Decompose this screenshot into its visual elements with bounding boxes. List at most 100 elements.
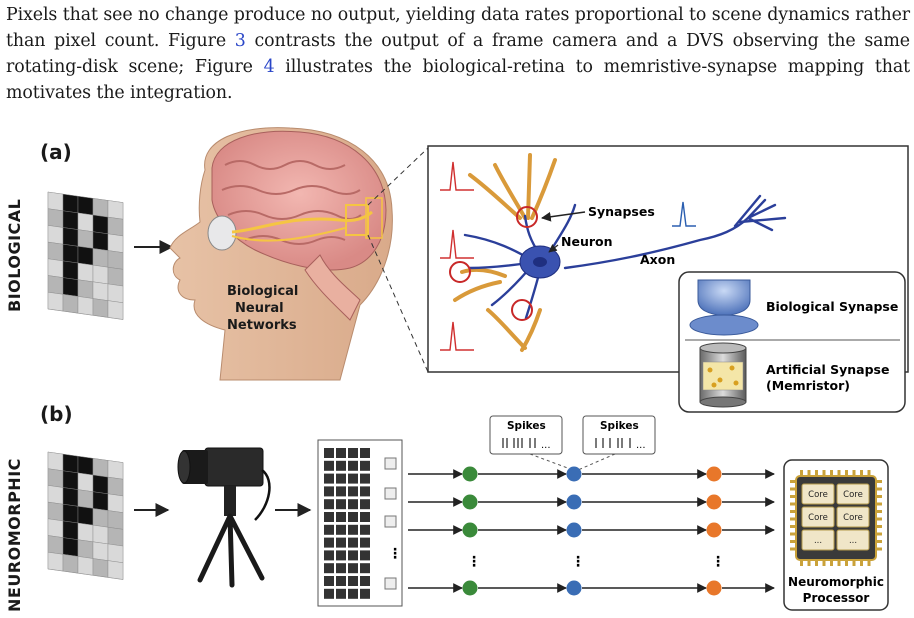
pixel-array-cell bbox=[324, 538, 334, 548]
pixel-column-ellipsis: ⋮ bbox=[388, 546, 402, 562]
pixel-cell bbox=[78, 556, 93, 575]
pixel-cell bbox=[93, 475, 108, 494]
pixel-cell bbox=[48, 536, 63, 555]
pixel-array-cell bbox=[324, 461, 334, 471]
spikes-ellipsis-2: ... bbox=[636, 440, 646, 451]
pixel-cell bbox=[108, 494, 123, 513]
pixel-cell bbox=[78, 246, 93, 265]
pixel-cell bbox=[93, 458, 108, 477]
pixel-cell bbox=[48, 209, 63, 228]
pixel-cell bbox=[48, 242, 63, 261]
pixel-array-cell bbox=[360, 474, 370, 484]
pixel-cell bbox=[93, 525, 108, 544]
brain-label-line3: Networks bbox=[227, 318, 297, 333]
pixel-cell bbox=[108, 511, 123, 530]
pixel-cell bbox=[108, 251, 123, 270]
pixel-array-cell bbox=[336, 538, 346, 548]
neuron-node bbox=[567, 495, 582, 510]
pixel-cell bbox=[78, 230, 93, 249]
neuron-node bbox=[463, 467, 478, 482]
pixel-cell bbox=[48, 469, 63, 488]
pixel-cell bbox=[93, 508, 108, 527]
pixel-cell bbox=[108, 267, 123, 286]
pixel-array-cell bbox=[336, 461, 346, 471]
pixel-cell bbox=[93, 232, 108, 251]
pixel-cell bbox=[78, 506, 93, 525]
pixel-cell bbox=[93, 215, 108, 234]
pixel-array-cell bbox=[360, 448, 370, 458]
pixel-cell bbox=[48, 225, 63, 244]
pixel-cell bbox=[63, 194, 78, 213]
row-ellipsis: ⋮ bbox=[467, 554, 481, 570]
neuron-node bbox=[707, 523, 722, 538]
neuron-node bbox=[567, 523, 582, 538]
bio-synapse-label: Biological Synapse bbox=[766, 299, 898, 314]
pixel-cell bbox=[78, 213, 93, 232]
neuron-node bbox=[567, 581, 582, 596]
pixel-cell bbox=[48, 552, 63, 571]
processor-label-line1: Neuromorphic bbox=[788, 575, 884, 589]
biological-synapse-icon bbox=[698, 280, 750, 316]
pixel-cell bbox=[93, 559, 108, 578]
pixel-array-cell bbox=[360, 563, 370, 573]
neuron-node bbox=[707, 581, 722, 596]
pixel-output-box bbox=[385, 578, 396, 589]
pixel-cell bbox=[108, 284, 123, 303]
pixel-array-board: ⋮ bbox=[318, 440, 402, 606]
pixel-array-cell bbox=[348, 550, 358, 560]
brain-label-line1: Biological bbox=[227, 284, 298, 299]
pixel-array-cell bbox=[360, 550, 370, 560]
pixel-cell bbox=[93, 282, 108, 301]
pixel-cell bbox=[78, 280, 93, 299]
neuron-label: Neuron bbox=[561, 234, 613, 249]
pixel-array-cell bbox=[336, 576, 346, 586]
pixel-cell bbox=[108, 477, 123, 496]
processor-core-label: ... bbox=[849, 536, 857, 546]
pixel-cell bbox=[63, 488, 78, 507]
pixel-cell bbox=[108, 561, 123, 580]
pixel-array-cell bbox=[348, 525, 358, 535]
pixel-array-cell bbox=[360, 525, 370, 535]
pixel-cell bbox=[63, 261, 78, 280]
pixel-output-box bbox=[385, 516, 396, 527]
pixel-cell bbox=[63, 554, 78, 573]
pixel-output-box bbox=[385, 458, 396, 469]
pixel-cell bbox=[63, 471, 78, 490]
pixel-cell bbox=[63, 228, 78, 247]
pixel-cell bbox=[108, 301, 123, 320]
brain-label-line2: Neural bbox=[235, 301, 284, 316]
pixel-cell bbox=[63, 454, 78, 473]
spikes-dash-2 bbox=[578, 454, 615, 470]
pixel-cell bbox=[48, 276, 63, 295]
input-pixel-grid-a bbox=[48, 192, 123, 320]
pixel-array-cell bbox=[324, 589, 334, 599]
pixel-array-cell bbox=[324, 499, 334, 509]
pixel-cell bbox=[63, 504, 78, 523]
pixel-cell bbox=[78, 473, 93, 492]
memristor-icon bbox=[700, 343, 746, 407]
pixel-cell bbox=[108, 460, 123, 479]
pixel-cell bbox=[78, 296, 93, 315]
neuron-node bbox=[463, 581, 478, 596]
event-camera-icon bbox=[178, 448, 269, 585]
pixel-array-cell bbox=[348, 512, 358, 522]
pixel-cell bbox=[63, 538, 78, 557]
pixel-array-cell bbox=[324, 486, 334, 496]
pixel-cell bbox=[93, 299, 108, 318]
pixel-cell bbox=[93, 542, 108, 561]
pixel-array-cell bbox=[348, 576, 358, 586]
pixel-array-cell bbox=[324, 576, 334, 586]
spikes-box-2: Spikes ... bbox=[583, 416, 655, 454]
pixel-cell bbox=[78, 523, 93, 542]
pixel-cell bbox=[108, 217, 123, 236]
pixel-array-cell bbox=[336, 512, 346, 522]
pixel-cell bbox=[78, 456, 93, 475]
pixel-array-cell bbox=[324, 563, 334, 573]
pixel-array-cell bbox=[336, 589, 346, 599]
pixel-array-cell bbox=[324, 448, 334, 458]
neuron-node bbox=[463, 523, 478, 538]
processor-core-label: Core bbox=[843, 490, 863, 500]
pixel-array-cell bbox=[324, 474, 334, 484]
pixel-array-cell bbox=[360, 499, 370, 509]
